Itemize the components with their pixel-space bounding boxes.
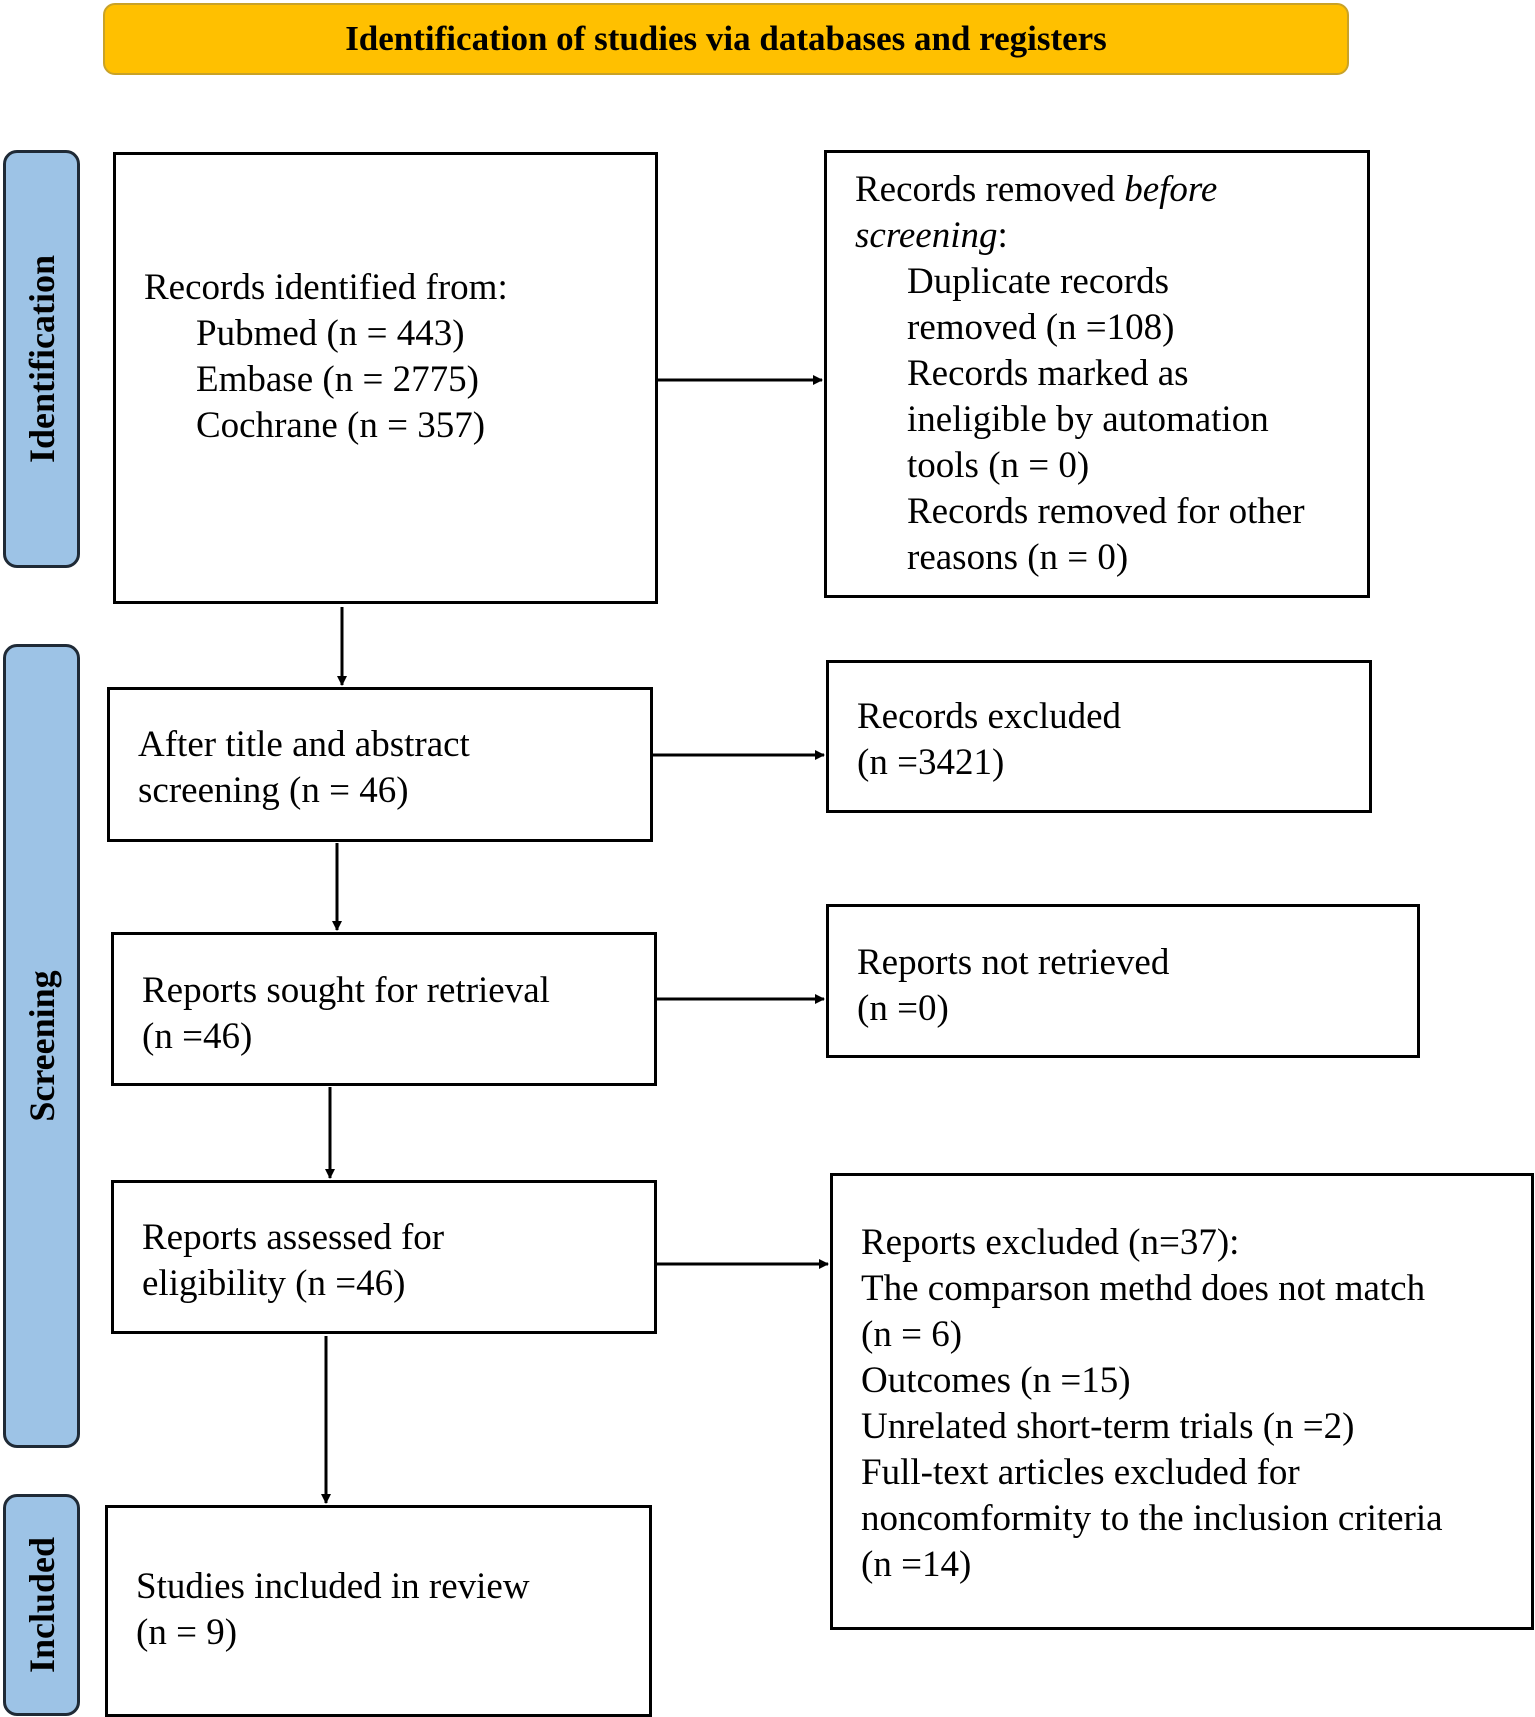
reports-assessed-line: Reports assessed for bbox=[142, 1217, 445, 1258]
reports-assessed-box: Reports assessed for eligibility (n =46) bbox=[111, 1180, 657, 1334]
reports-excluded-line: noncomformity to the inclusion criteria bbox=[861, 1498, 1443, 1539]
reports-excluded-box: Reports excluded (n=37): The comparson m… bbox=[830, 1173, 1534, 1630]
records-removed-title-italic-screening: screening bbox=[855, 215, 998, 256]
source-pubmed: Pubmed (n = 443) bbox=[196, 313, 465, 354]
reports-excluded-line: Unrelated short-term trials (n =2) bbox=[861, 1406, 1355, 1447]
records-removed-box: Records removed before screening: Duplic… bbox=[824, 150, 1370, 598]
header-banner: Identification of studies via databases … bbox=[103, 3, 1349, 75]
reports-excluded-line: The comparson methd does not match bbox=[861, 1268, 1426, 1309]
records-excluded-box: Records excluded (n =3421) bbox=[826, 660, 1372, 813]
records-identified-title: Records identified from: bbox=[144, 267, 508, 308]
records-excluded-line: Records excluded bbox=[857, 696, 1122, 737]
phase-screening: Screening bbox=[3, 644, 80, 1448]
after-screening-line: After title and abstract bbox=[138, 724, 470, 765]
reports-excluded-line: (n = 6) bbox=[861, 1314, 963, 1355]
after-screening-box: After title and abstract screening (n = … bbox=[107, 687, 653, 842]
reports-sought-line: Reports sought for retrieval bbox=[142, 970, 550, 1011]
records-removed-item: Duplicate records bbox=[907, 261, 1169, 302]
studies-included-box: Studies included in review (n = 9) bbox=[105, 1505, 652, 1717]
after-screening-line: screening (n = 46) bbox=[138, 770, 409, 811]
phase-identification: Identification bbox=[3, 150, 80, 568]
source-embase: Embase (n = 2775) bbox=[196, 359, 479, 400]
reports-excluded-line: (n =14) bbox=[861, 1544, 972, 1585]
records-removed-title-italic-before: before bbox=[1124, 169, 1218, 210]
records-removed-item: reasons (n = 0) bbox=[907, 537, 1129, 578]
records-removed-title-prefix: Records removed bbox=[855, 169, 1125, 210]
records-removed-item: ineligible by automation bbox=[907, 399, 1269, 440]
reports-not-retrieved-line: (n =0) bbox=[857, 988, 949, 1029]
phase-included: Included bbox=[3, 1494, 80, 1716]
header-title: Identification of studies via databases … bbox=[345, 19, 1107, 58]
records-removed-item: removed (n =108) bbox=[907, 307, 1175, 348]
reports-excluded-line: Outcomes (n =15) bbox=[861, 1360, 1131, 1401]
reports-excluded-line: Full-text articles excluded for bbox=[861, 1452, 1300, 1493]
records-removed-title-2: screening: bbox=[855, 213, 1367, 259]
studies-included-line: (n = 9) bbox=[136, 1612, 238, 1653]
records-removed-title-suffix: : bbox=[997, 215, 1008, 256]
reports-not-retrieved-line: Reports not retrieved bbox=[857, 942, 1170, 983]
reports-not-retrieved-box: Reports not retrieved (n =0) bbox=[826, 904, 1420, 1058]
studies-included-line: Studies included in review bbox=[136, 1566, 530, 1607]
records-excluded-line: (n =3421) bbox=[857, 742, 1005, 783]
records-identified-box: Records identified from: Pubmed (n = 443… bbox=[113, 152, 658, 604]
records-removed-title-1: Records removed before bbox=[855, 167, 1367, 213]
reports-sought-line: (n =46) bbox=[142, 1016, 253, 1057]
records-removed-item: tools (n = 0) bbox=[907, 445, 1090, 486]
records-removed-item: Records marked as bbox=[907, 353, 1189, 394]
source-cochrane: Cochrane (n = 357) bbox=[196, 405, 486, 446]
reports-sought-box: Reports sought for retrieval (n =46) bbox=[111, 932, 657, 1086]
records-removed-item: Records removed for other bbox=[907, 491, 1305, 532]
reports-assessed-line: eligibility (n =46) bbox=[142, 1263, 406, 1304]
reports-excluded-line: Reports excluded (n=37): bbox=[861, 1222, 1240, 1263]
